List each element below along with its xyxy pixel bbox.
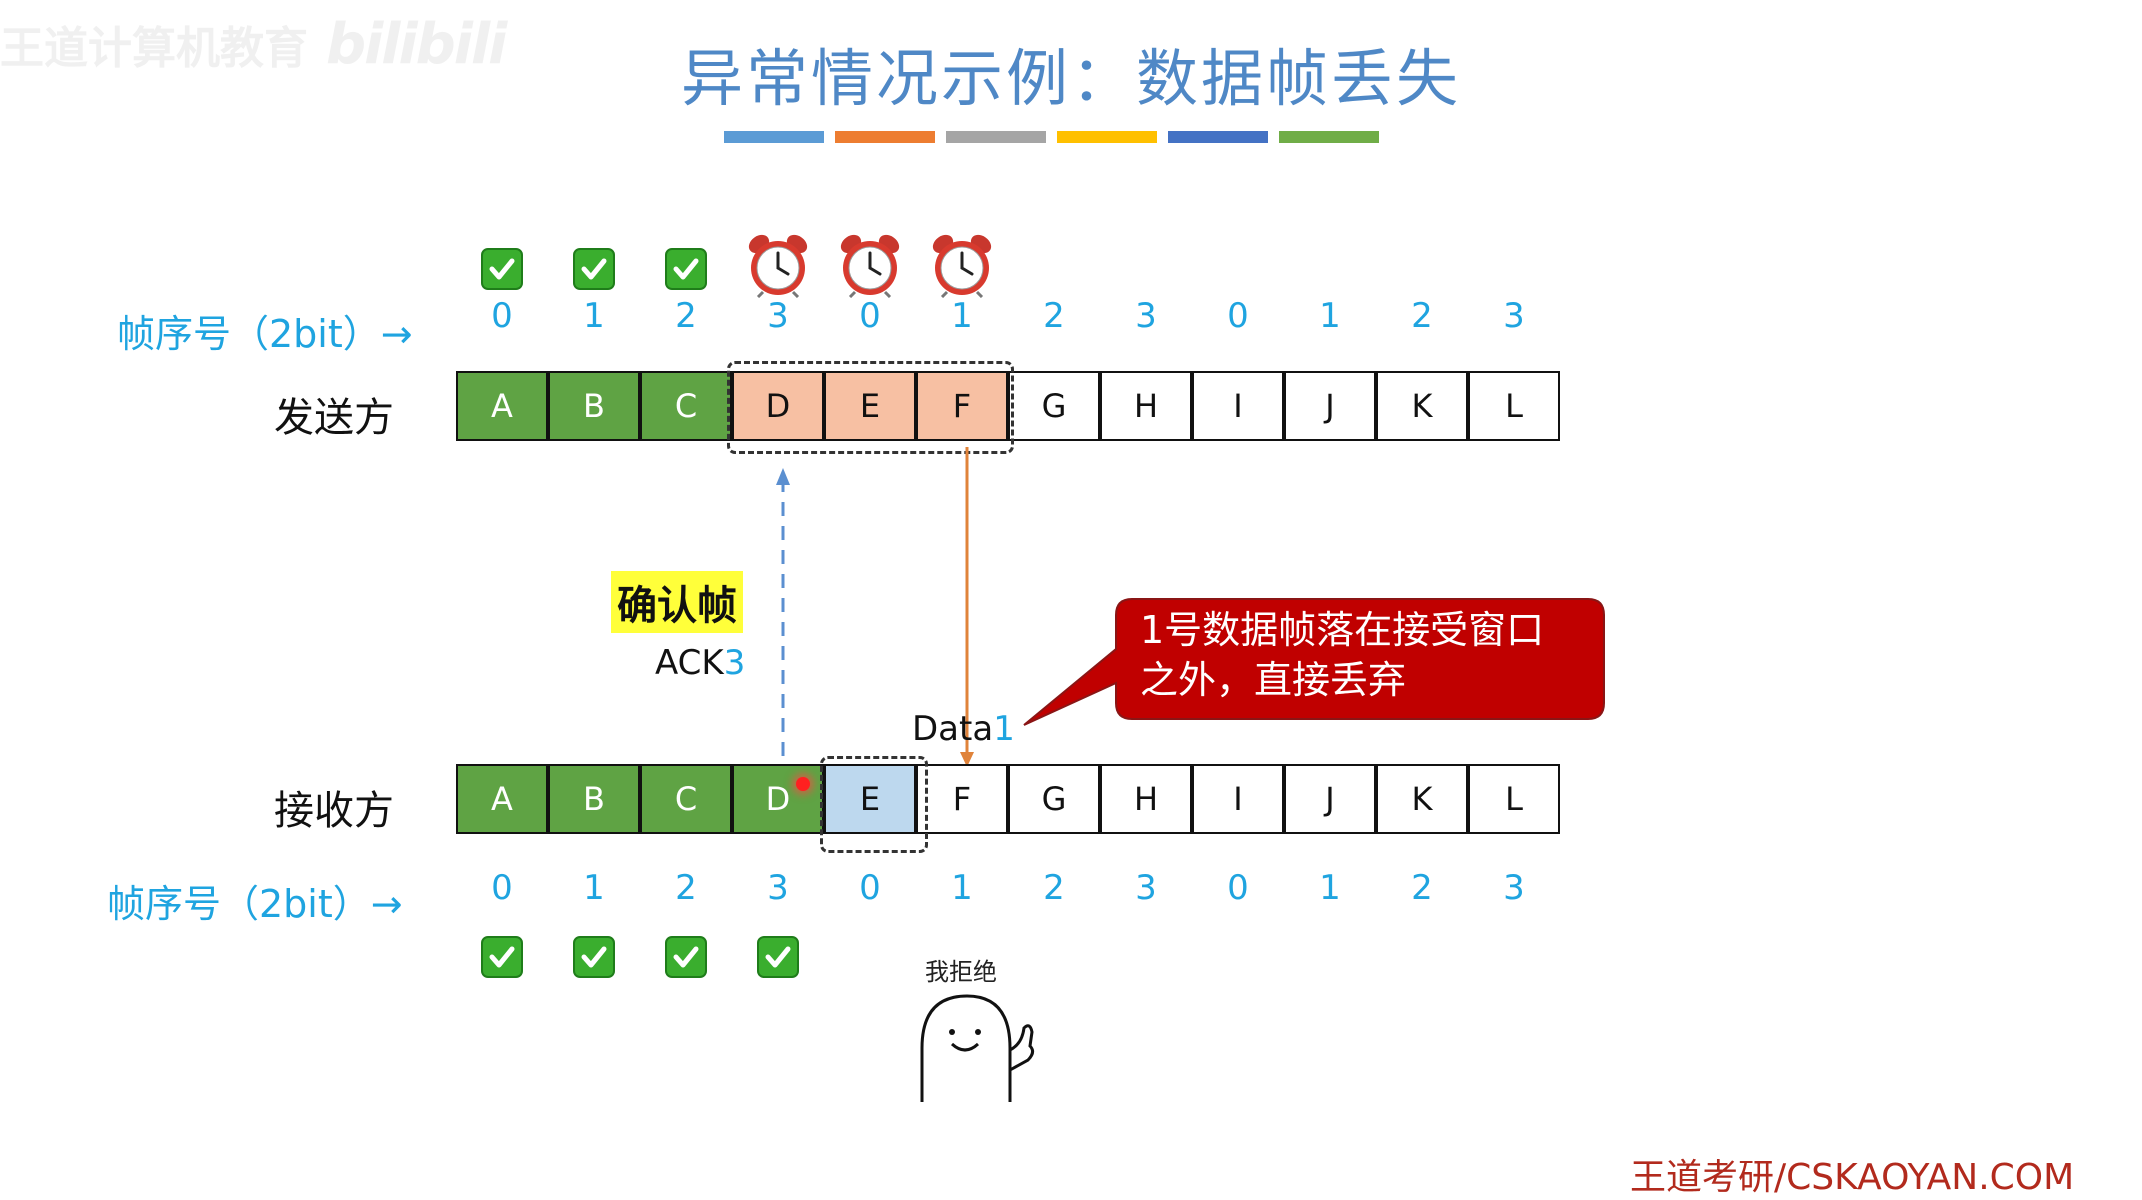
receiver-frame-a: A — [456, 764, 548, 834]
receiver-seq-number: 3 — [1503, 868, 1525, 908]
receiver-frame-c: C — [640, 764, 732, 834]
receiver-seq-label: 帧序号（2bit）→ — [107, 882, 403, 926]
receiver-seq-number: 1 — [951, 868, 973, 908]
check-icon — [665, 936, 707, 978]
check-icon — [573, 936, 615, 978]
receiver-seq-number: 2 — [675, 868, 697, 908]
data-number: 1 — [993, 709, 1015, 749]
receiver-frame-l: L — [1468, 764, 1560, 834]
sender-seq-number: 0 — [1227, 296, 1249, 336]
slide-title: 异常情况示例：数据帧丢失 — [680, 42, 1461, 115]
sender-label: 发送方 — [274, 395, 394, 441]
confirm-frame-label: 确认帧 — [611, 571, 743, 633]
check-icon — [481, 248, 523, 290]
receiver-label: 接收方 — [274, 788, 394, 834]
sender-seq-number: 3 — [767, 296, 789, 336]
sender-frame-l: L — [1468, 371, 1560, 441]
bilibili-logo: bilibili — [326, 12, 507, 77]
sender-frame-c: C — [640, 371, 732, 441]
receiver-seq-number: 1 — [1319, 868, 1341, 908]
data-label: Data1 — [912, 709, 1015, 749]
receiver-seq-number: 0 — [491, 868, 513, 908]
cursor-dot — [796, 777, 810, 791]
sender-seq-label: 帧序号（2bit）→ — [117, 312, 413, 356]
color-bar-segment — [835, 131, 935, 143]
sender-window — [727, 361, 1014, 454]
footer-brand: 王道考研/CSKAOYAN.COM — [1630, 1157, 2075, 1198]
receiver-seq-number: 2 — [1411, 868, 1433, 908]
receiver-frame-j: J — [1284, 764, 1376, 834]
sender-frame-e: E — [824, 371, 916, 441]
color-bar-segment — [1057, 131, 1157, 143]
meme-caption: 我拒绝 — [925, 958, 997, 986]
alarm-clock-icon — [837, 232, 903, 302]
sender-seq-number: 3 — [1135, 296, 1157, 336]
receiver-seq-number: 3 — [1135, 868, 1157, 908]
receiver-frame-d: D — [732, 764, 824, 834]
receiver-seq-number: 0 — [859, 868, 881, 908]
callout-bubble — [1023, 598, 1605, 726]
sender-frame-d: D — [732, 371, 824, 441]
sender-frame-h: H — [1100, 371, 1192, 441]
ack-arrow-head — [776, 468, 790, 485]
watermark-text: 王道计算机教育 — [0, 23, 308, 74]
ack-prefix: ACK — [655, 643, 724, 683]
sender-seq-number: 0 — [859, 296, 881, 336]
check-icon — [665, 248, 707, 290]
receiver-seq-number: 2 — [1043, 868, 1065, 908]
color-bar-segment — [1168, 131, 1268, 143]
watermark: 王道计算机教育 bilibili — [0, 12, 507, 77]
sender-frame-k: K — [1376, 371, 1468, 441]
sender-frame-f: F — [916, 371, 1008, 441]
sender-seq-number: 1 — [951, 296, 973, 336]
receiver-seq-number: 3 — [767, 868, 789, 908]
alarm-clock-icon — [929, 232, 995, 302]
sender-frame-i: I — [1192, 371, 1284, 441]
sender-seq-number: 2 — [1043, 296, 1065, 336]
receiver-frame-h: H — [1100, 764, 1192, 834]
sender-seq-number: 3 — [1503, 296, 1525, 336]
receiver-seq-number: 1 — [583, 868, 605, 908]
sender-seq-number: 1 — [1319, 296, 1341, 336]
check-icon — [573, 248, 615, 290]
receiver-frame-i: I — [1192, 764, 1284, 834]
sender-seq-number: 0 — [491, 296, 513, 336]
receiver-frame-f: F — [916, 764, 1008, 834]
receiver-frame-g: G — [1008, 764, 1100, 834]
meme-figure-icon — [920, 994, 1035, 1102]
color-bar-segment — [724, 131, 824, 143]
callout-text: 1号数据帧落在接受窗口之外，直接丢弃 — [1140, 608, 1545, 702]
receiver-frame-b: B — [548, 764, 640, 834]
color-bar-segment — [946, 131, 1046, 143]
sender-frame-g: G — [1008, 371, 1100, 441]
sender-seq-number: 2 — [675, 296, 697, 336]
receiver-frame-e: E — [824, 764, 916, 834]
data-prefix: Data — [912, 709, 994, 749]
receiver-seq-number: 0 — [1227, 868, 1249, 908]
sender-seq-number: 2 — [1411, 296, 1433, 336]
sender-seq-number: 1 — [583, 296, 605, 336]
check-icon — [481, 936, 523, 978]
ack-number: 3 — [723, 643, 746, 683]
check-icon — [757, 936, 799, 978]
ack-label: ACK3 — [655, 643, 745, 683]
sender-frame-j: J — [1284, 371, 1376, 441]
receiver-window — [820, 756, 928, 853]
receiver-frame-k: K — [1376, 764, 1468, 834]
sender-frame-b: B — [548, 371, 640, 441]
color-bar-segment — [1279, 131, 1379, 143]
sender-frame-a: A — [456, 371, 548, 441]
alarm-clock-icon — [745, 232, 811, 302]
data-arrow-head — [960, 752, 974, 767]
